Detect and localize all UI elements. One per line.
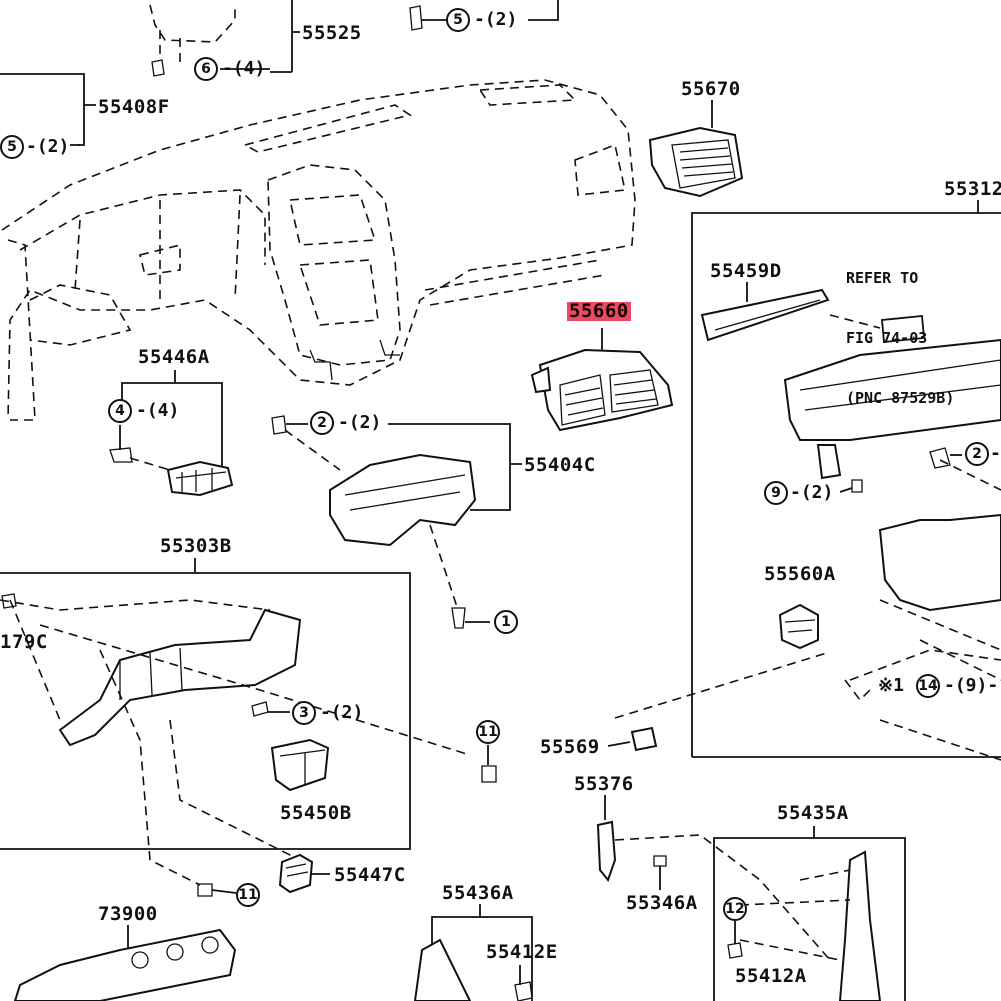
label-55408F: 55408F	[98, 96, 170, 118]
callout-14: 14	[916, 674, 940, 698]
part-55670-drawing	[648, 100, 744, 198]
callout-1: 1	[494, 610, 518, 634]
label-55346A: 55346A	[626, 892, 698, 914]
part-55404C-drawing	[271, 415, 522, 629]
note-area-lines	[844, 679, 1001, 761]
refer-note-line1: REFER TO	[846, 269, 919, 287]
callout-9: 9	[764, 481, 788, 505]
label-55446A: 55446A	[138, 346, 210, 368]
qty-5-top: -(2)	[474, 9, 518, 30]
refer-note: REFER TO FIG 74-03 (PNC 87529B)	[846, 228, 954, 428]
qty-2-right: -	[990, 443, 1001, 464]
label-55447C: 55447C	[334, 864, 406, 886]
qty-2-mid: -(2)	[338, 412, 382, 433]
label-55312: 55312	[944, 178, 1001, 200]
bracket-55408F	[0, 73, 96, 146]
part-55303B-drawing	[0, 593, 471, 886]
qty-3: -(2)	[320, 702, 364, 723]
refer-note-line2: FIG 74-03	[846, 329, 928, 347]
part-73900-drawing	[13, 925, 237, 1001]
label-55376: 55376	[574, 773, 634, 795]
callout-6: 6	[194, 57, 218, 81]
label-73900: 73900	[98, 903, 158, 925]
callout-11-right: 11	[476, 720, 500, 744]
qty-5-left: -(2)	[26, 136, 70, 157]
label-55670: 55670	[681, 78, 741, 100]
callout-11-bottom: 11	[236, 883, 260, 907]
label-55303B: 55303B	[160, 535, 232, 557]
qty-14: -(9)-	[944, 675, 999, 696]
part-box-interior-drawing	[783, 338, 1001, 681]
box-55303B	[0, 558, 411, 850]
label-179C: 179C	[0, 631, 48, 653]
qty-4: -(4)	[136, 400, 180, 421]
callout-4: 4	[108, 399, 132, 423]
screw-11-drawing	[197, 745, 497, 897]
callout-12: 12	[723, 897, 747, 921]
label-55569: 55569	[540, 736, 600, 758]
part-55569-drawing	[607, 726, 658, 752]
part-55450B-drawing	[270, 738, 330, 792]
label-55412E: 55412E	[486, 941, 558, 963]
label-55435A: 55435A	[777, 802, 849, 824]
callout-5-top: 5	[446, 8, 470, 32]
label-55459D: 55459D	[710, 260, 782, 282]
label-55660-highlighted: 55660	[567, 300, 631, 322]
instrument-panel-drawing	[1, 79, 636, 421]
label-55450B: 55450B	[280, 802, 352, 824]
box-55435A	[713, 826, 906, 1001]
callout-5-left: 5	[0, 135, 24, 159]
part-55560A-drawing	[614, 603, 831, 719]
qty-9: -(2)	[790, 482, 834, 503]
label-55436A: 55436A	[442, 882, 514, 904]
callout-2-right: 2	[965, 442, 989, 466]
box-55312	[691, 200, 1001, 758]
part-55446A-drawing	[109, 370, 234, 497]
label-55404C: 55404C	[524, 454, 596, 476]
part-55447C-drawing	[278, 853, 330, 894]
bracket-top-right	[409, 0, 559, 31]
part-55525-drawing	[149, 0, 300, 77]
part-55436A-drawing	[413, 904, 533, 1001]
qty-6: -(4)	[222, 58, 266, 79]
label-55412A: 55412A	[735, 965, 807, 987]
label-55560A: 55560A	[764, 563, 836, 585]
part-55660-drawing	[530, 328, 674, 432]
asterisk-note: ※1	[878, 675, 904, 696]
part-55459D-drawing	[700, 282, 925, 343]
callout-3: 3	[292, 701, 316, 725]
part-55376-drawing	[596, 795, 831, 961]
label-55525: 55525	[302, 22, 362, 44]
callout-2-mid: 2	[310, 411, 334, 435]
refer-note-line3: (PNC 87529B)	[846, 389, 955, 407]
